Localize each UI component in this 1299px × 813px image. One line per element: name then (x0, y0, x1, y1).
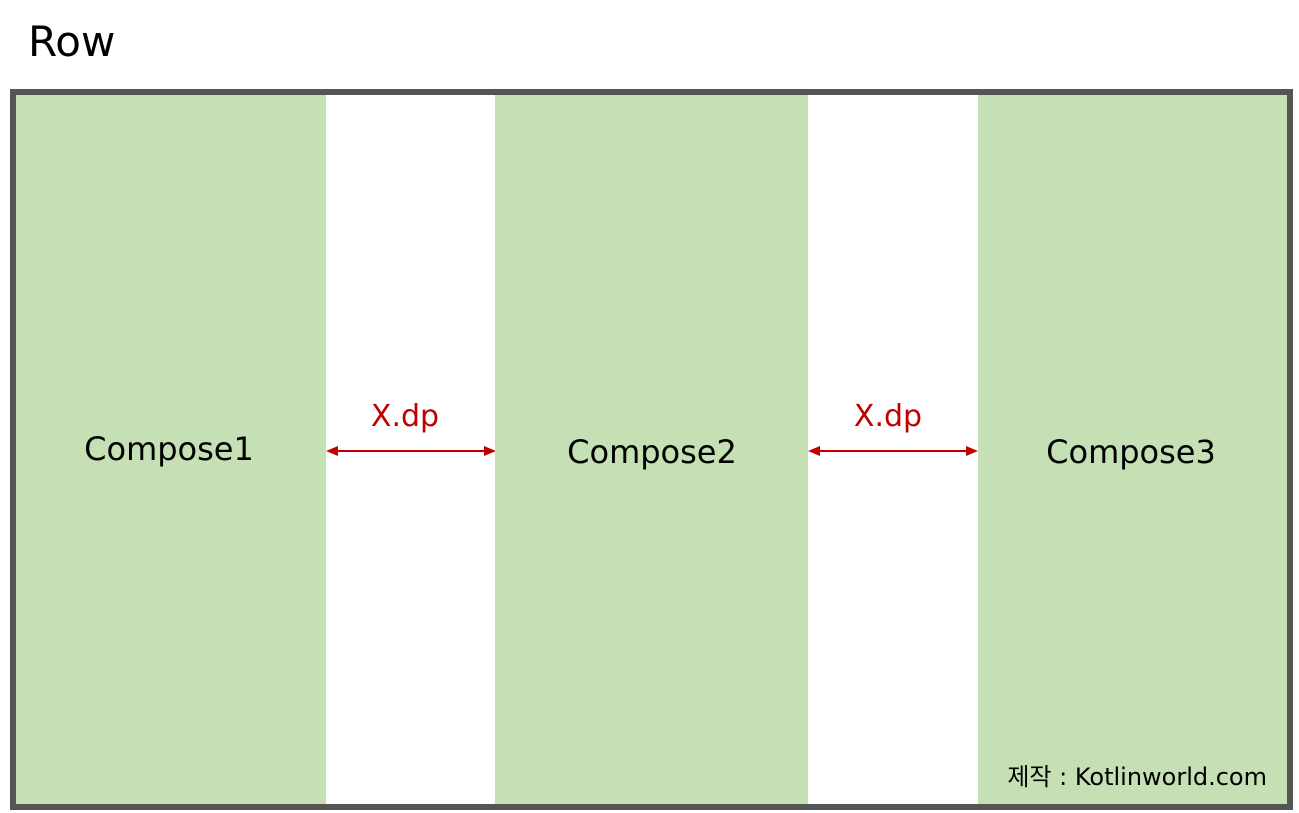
compose-label-2: Compose2 (567, 433, 737, 471)
credit-text: 제작 : Kotlinworld.com (1007, 763, 1267, 791)
compose-block-3 (978, 95, 1287, 804)
row-container: Compose1 X.dp Compose2 X.dp Compose3 제작 … (10, 89, 1293, 810)
compose-label-3: Compose3 (1046, 433, 1216, 471)
spacing-label-1: X.dp (370, 399, 440, 434)
compose-label-1: Compose1 (84, 430, 254, 468)
spacing-arrow-1 (326, 446, 496, 456)
spacing-label-2: X.dp (853, 399, 923, 434)
diagram-title: Row (28, 17, 116, 66)
spacing-arrow-2 (808, 446, 978, 456)
compose-block-2 (495, 95, 808, 804)
compose-block-1 (16, 95, 326, 804)
